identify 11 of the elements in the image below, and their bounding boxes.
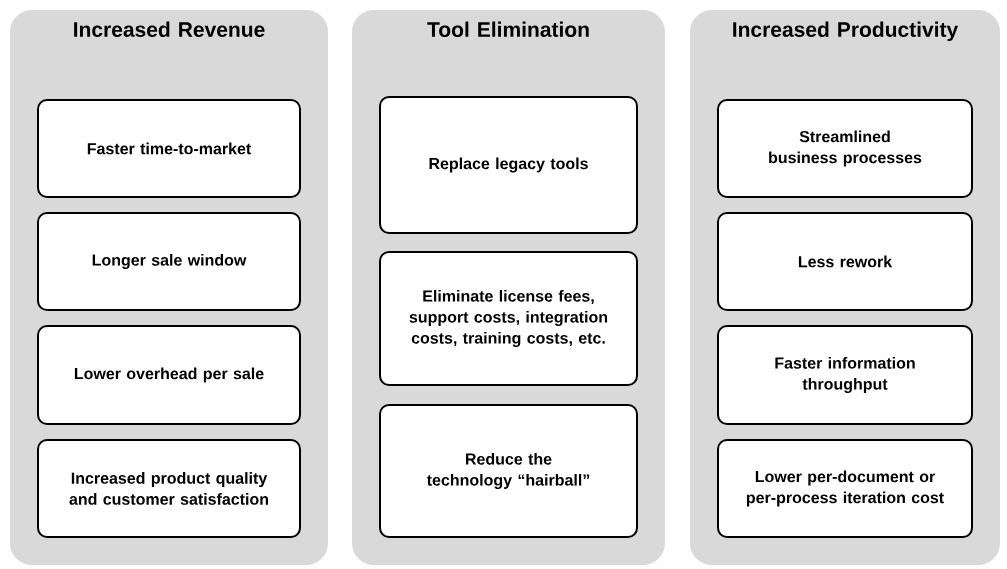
text-box: Longer sale window [37,212,301,311]
text-box: Faster time-to-market [37,99,301,198]
text-box: Less rework [717,212,973,311]
text-box: Lower per-document or per-process iteration cost [717,439,973,538]
text-box: Replace legacy tools [379,96,638,234]
text-box: Reduce the technology “hairball” [379,404,638,538]
text-box: Eliminate license fees, support costs, integration costs, training costs, etc. [379,251,638,386]
text-box: Increased product quality and customer satisfaction [37,439,301,538]
text-box: Lower overhead per sale [37,325,301,425]
text-box: Faster information throughput [717,325,973,425]
text-box: Streamlined business processes [717,99,973,198]
